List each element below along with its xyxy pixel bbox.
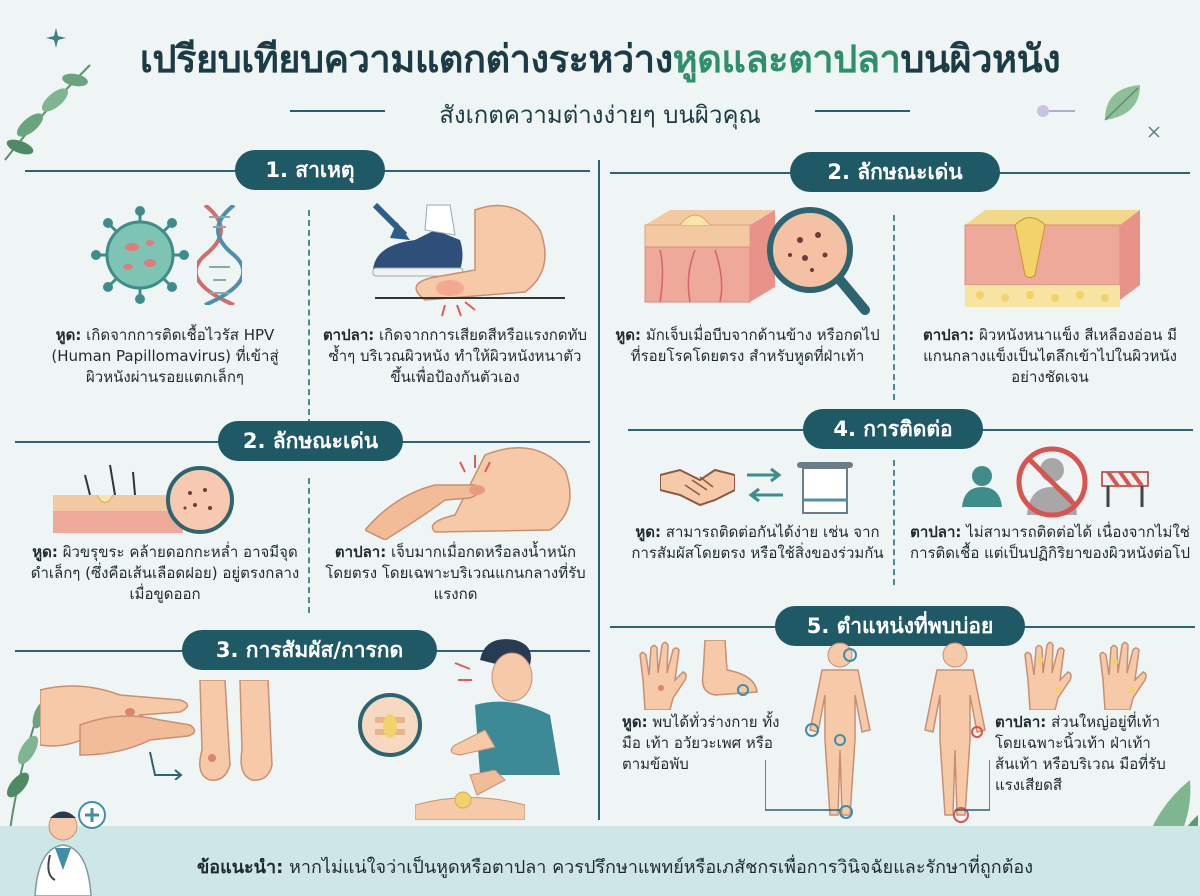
- title-highlight: หูดและตาปลา: [672, 37, 901, 81]
- dot-deco-icon: [1037, 105, 1075, 117]
- hands-touching-icon: [40, 685, 196, 756]
- section-features-right-header: 2. ลักษณะเด่น: [790, 152, 1000, 192]
- skin-wart-cross-section-icon: [53, 464, 234, 534]
- body-front-icon: [805, 642, 871, 819]
- sparkle-icon: [46, 28, 66, 48]
- exchange-arrows-icon: [747, 467, 783, 503]
- palms-icon: [1024, 641, 1147, 710]
- virus-icon: [91, 206, 189, 304]
- footer-advice: ข้อแนะนำ: หากไม่แน่ใจว่าเป็นหูดหรือตาปลา…: [196, 857, 1033, 878]
- shoe-pressing-foot-icon: [372, 202, 565, 317]
- location-connectors-icon: [765, 760, 990, 811]
- center-divider: [598, 160, 600, 820]
- leaf-branch-top-left-icon: [4, 64, 91, 161]
- corn-skin-cross-section-icon: [964, 210, 1140, 307]
- contagion-corn-text: ตาปลา: ไม่สามารถติดต่อได้ เนื่องจากไม่ใช…: [910, 523, 1190, 562]
- footer-bar: [0, 826, 1200, 896]
- cause-column-divider: [308, 210, 310, 425]
- cross-deco-icon: [1148, 126, 1160, 138]
- section-contagion-header: 4. การติดต่อ: [803, 409, 983, 449]
- contagion-wart-text: หูด: สามารถติดต่อกันได้ง่าย เช่น จากการส…: [631, 523, 884, 562]
- doctor-icon: [34, 801, 106, 896]
- barrier-icon: [1101, 470, 1149, 507]
- features-right-wart-text: หูด: มักเจ็บเมื่อบีบจากด้านข้าง หรือกดไป…: [615, 326, 880, 365]
- cause-wart-text: หูด: เกิดจากการติดเชื้อไวรัส HPV (Human …: [51, 326, 279, 386]
- locations-wart-text: หูด: พบได้ทั่วร่างกาย ทั้งมือ เท้า อวัยว…: [622, 713, 780, 773]
- features-right-corn-text: ตาปลา: ผิวหนังหนาแข็ง สีเหลืองอ่อน มีแกน…: [923, 326, 1177, 386]
- leaf-top-right-icon: [1104, 85, 1140, 121]
- arrow-icon: [149, 751, 183, 780]
- dna-icon: [197, 205, 242, 305]
- towel-icon: [797, 462, 853, 514]
- features-left-wart-text: หูด: ผิวขรุขระ คล้ายดอกกะหล่ำ อาจมีจุดดำ…: [30, 543, 300, 603]
- locations-corn-text: ตาปลา: ส่วนใหญ่อยู่ที่เท้า โดยเฉพาะนิ้วเ…: [995, 713, 1166, 794]
- foot-side-icon: [701, 640, 758, 696]
- man-in-pain-icon: [450, 639, 560, 775]
- wart-magnified-skin-icon: [644, 207, 870, 315]
- person-icon: [962, 466, 1002, 507]
- hand-icon: [639, 641, 687, 710]
- subtitle-divider-right: [815, 110, 910, 112]
- section-cause-header: 1. สาเหตุ: [235, 150, 385, 190]
- page-title: เปรียบเทียบความแตกต่างระหว่างหูดและตาปลา…: [139, 37, 1061, 81]
- magnified-corn-icon: [358, 693, 422, 757]
- body-back-icon: [924, 642, 986, 823]
- features-left-column-divider: [308, 478, 310, 613]
- section-features-left-header: 2. ลักษณะเด่น: [218, 421, 403, 461]
- hand-pressing-foot-icon: [365, 447, 571, 540]
- handshake-icon: [660, 468, 735, 507]
- subtitle-divider-left: [290, 110, 385, 112]
- section-touch-header: 3. การสัมผัส/การกด: [182, 630, 437, 670]
- section-locations-header: 5. ตำแหน่งที่พบบ่อย: [775, 606, 1025, 646]
- finger-pressing-icon: [415, 770, 525, 820]
- page-subtitle: สังเกตความต่างง่ายๆ บนผิวคุณ: [439, 101, 761, 129]
- features-left-corn-text: ตาปลา: เจ็บมากเมื่อกดหรือลงน้ำหนักโดยตรง…: [325, 543, 586, 603]
- features-right-column-divider: [893, 215, 895, 400]
- contagion-column-divider: [893, 460, 895, 585]
- no-contagion-icon: [1016, 446, 1088, 518]
- feet-icon: [199, 680, 273, 781]
- cause-corn-text: ตาปลา: เกิดจากการเสียดสีหรือแรงกดทับซ้ำๆ…: [322, 326, 588, 386]
